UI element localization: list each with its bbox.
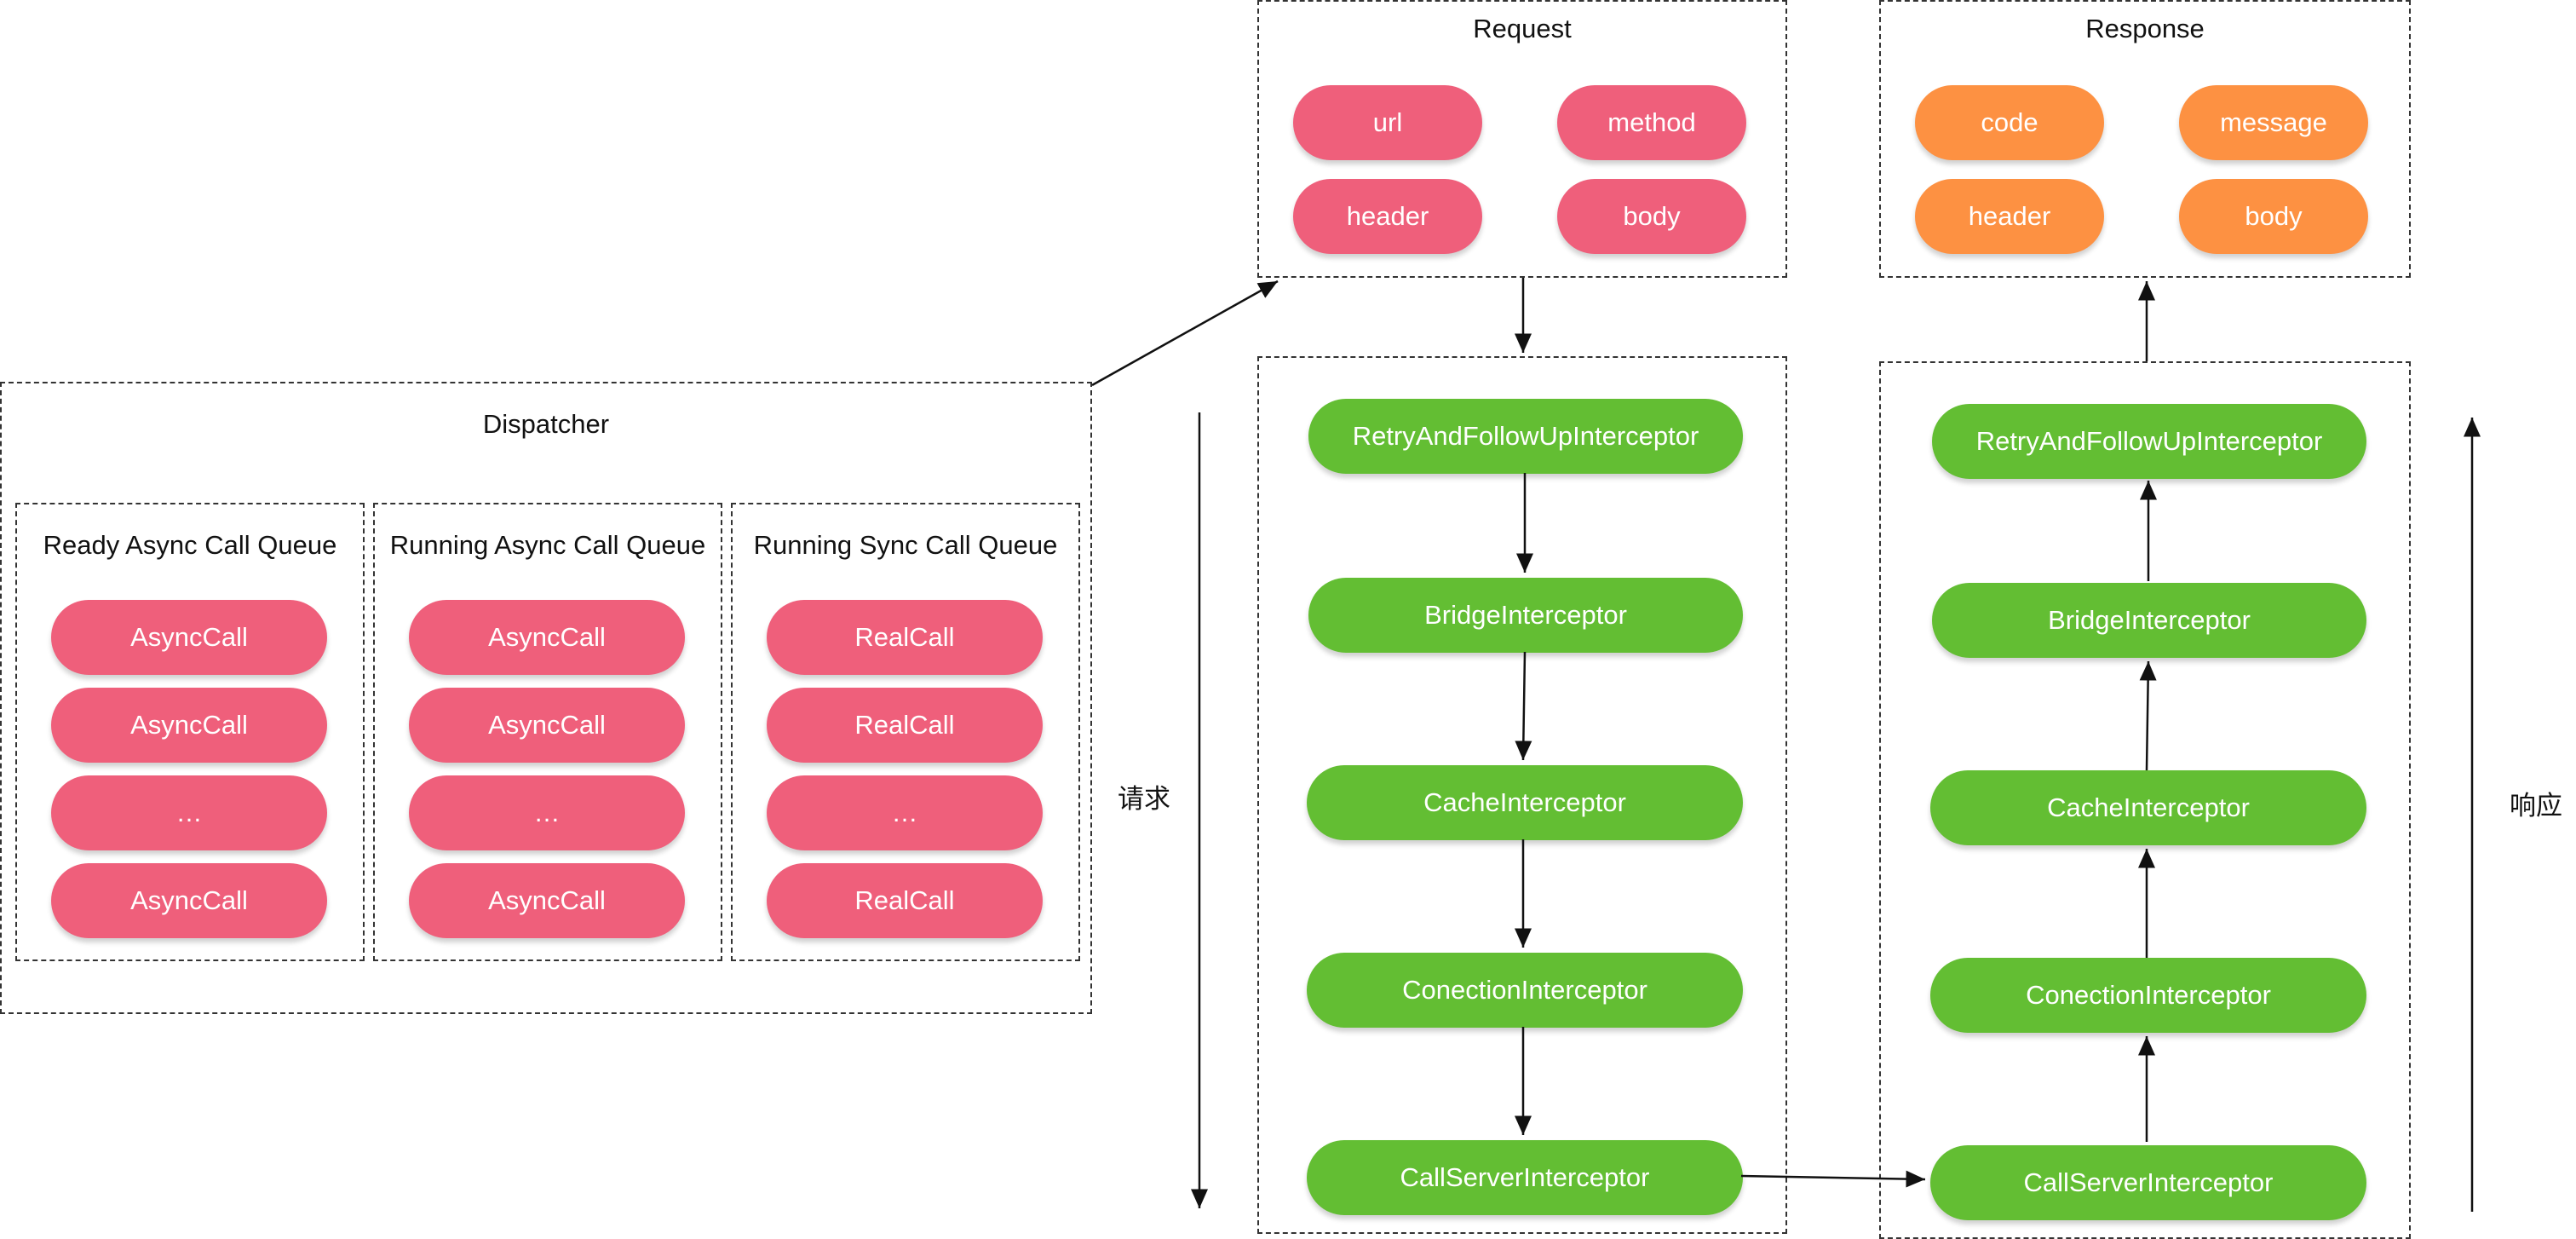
queue-title: Ready Async Call Queue: [43, 530, 337, 560]
response-interceptor-connection: ConectionInterceptor: [1930, 958, 2366, 1033]
queue-item: RealCall: [767, 863, 1043, 938]
running-async-call-queue: Running Async Call Queue AsyncCall Async…: [373, 503, 722, 961]
response-title: Response: [2085, 14, 2205, 43]
response-interceptor-bridge: BridgeInterceptor: [1932, 583, 2366, 658]
ready-async-call-queue: Ready Async Call Queue AsyncCall AsyncCa…: [15, 503, 365, 961]
response-field-message: message: [2179, 85, 2368, 160]
request-field-body: body: [1557, 179, 1746, 254]
queue-item: AsyncCall: [409, 863, 685, 938]
arrow-bridge-to-cache: [1515, 651, 1532, 761]
arrow-dispatcher-to-request: [1091, 279, 1279, 387]
running-sync-call-queue: Running Sync Call Queue RealCall RealCal…: [731, 503, 1080, 961]
response-field-body: body: [2179, 179, 2368, 254]
response-field-header: header: [1915, 179, 2104, 254]
queue-item: AsyncCall: [51, 688, 327, 763]
request-interceptor-cache: CacheInterceptor: [1307, 765, 1743, 840]
request-box: Request url method header body: [1257, 0, 1787, 278]
arrow-cache-to-bridge: [2139, 660, 2157, 771]
request-interceptor-chain-box: RetryAndFollowUpInterceptor BridgeInterc…: [1257, 356, 1787, 1234]
queue-item: …: [767, 775, 1043, 850]
dispatcher-title: Dispatcher: [482, 409, 610, 439]
dispatcher-box: Dispatcher Ready Async Call Queue AsyncC…: [0, 382, 1092, 1014]
queue-item: …: [51, 775, 327, 850]
request-field-header: header: [1293, 179, 1482, 254]
request-field-url: url: [1293, 85, 1482, 160]
queue-item: AsyncCall: [51, 863, 327, 938]
request-interceptor-retry: RetryAndFollowUpInterceptor: [1308, 399, 1743, 474]
response-interceptor-callserver: CallServerInterceptor: [1930, 1145, 2366, 1220]
response-direction-label: 响应: [2510, 791, 2562, 821]
request-interceptor-connection: ConectionInterceptor: [1307, 953, 1743, 1028]
queue-title: Running Sync Call Queue: [753, 530, 1058, 560]
arrow-request-to-response-chain: [1740, 1170, 1926, 1188]
queue-item: RealCall: [767, 688, 1043, 763]
queue-title: Running Async Call Queue: [389, 530, 706, 560]
response-interceptor-cache: CacheInterceptor: [1930, 770, 2366, 845]
queue-item: RealCall: [767, 600, 1043, 675]
request-direction-label: 请求: [1118, 784, 1170, 815]
request-interceptor-callserver: CallServerInterceptor: [1307, 1140, 1743, 1215]
request-interceptor-bridge: BridgeInterceptor: [1308, 578, 1743, 653]
queue-item: …: [409, 775, 685, 850]
response-interceptor-chain-box: RetryAndFollowUpInterceptor BridgeInterc…: [1879, 361, 2411, 1239]
queue-item: AsyncCall: [51, 600, 327, 675]
request-title: Request: [1473, 14, 1572, 43]
response-field-code: code: [1915, 85, 2104, 160]
queue-item: AsyncCall: [409, 600, 685, 675]
response-box: Response code message header body: [1879, 0, 2411, 278]
queue-item: AsyncCall: [409, 688, 685, 763]
request-field-method: method: [1557, 85, 1746, 160]
response-interceptor-retry: RetryAndFollowUpInterceptor: [1932, 404, 2366, 479]
